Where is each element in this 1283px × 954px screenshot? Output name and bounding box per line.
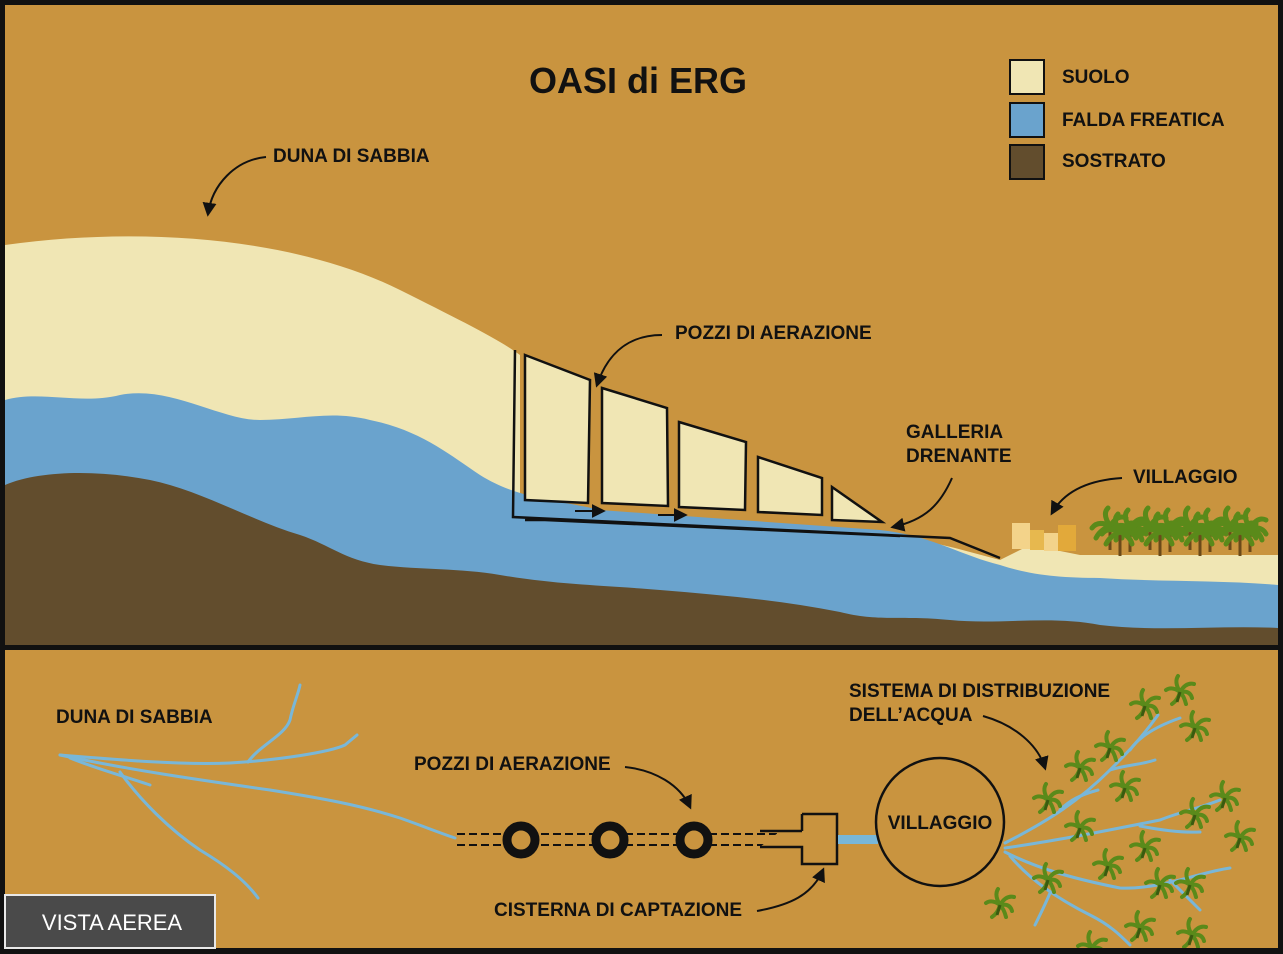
aeration-shaft xyxy=(830,484,887,524)
village-houses xyxy=(1012,523,1076,551)
aerial-arrow-shafts xyxy=(624,766,692,810)
panel-divider xyxy=(5,645,1278,650)
distribution-channels xyxy=(1003,713,1232,947)
drainage-gallery xyxy=(511,349,1001,560)
aerial-gallery xyxy=(457,833,805,846)
label-shafts: POZZI DI AERAZIONE xyxy=(675,323,872,344)
legend-label-water: FALDA FREATICA xyxy=(1062,110,1225,131)
aeration-shafts xyxy=(523,353,887,524)
aerial-arrow-distribution xyxy=(982,715,1049,771)
arrow-shafts xyxy=(593,334,663,388)
aerial-background xyxy=(5,650,1278,948)
aerial-view-badge-label: VISTA AEREA xyxy=(42,910,183,935)
aeration-shaft xyxy=(677,420,748,512)
legend-label-soil: SUOLO xyxy=(1062,67,1130,88)
legend-swatch-bedrock xyxy=(1009,144,1045,180)
village-circle xyxy=(874,756,1006,888)
arrow-village xyxy=(1050,477,1123,516)
cistern xyxy=(760,812,839,866)
aerial-label-village: VILLAGGIO xyxy=(888,813,993,834)
aerial-view-badge: VISTA AEREA xyxy=(4,894,216,949)
aerial-label-distribution-line1: SISTEMA DI DISTRIBUZIONE xyxy=(849,681,1110,702)
arrow-dune xyxy=(202,156,267,217)
legend: SUOLO FALDA FREATICA SOSTRATO xyxy=(1009,59,1225,180)
aeration-shaft xyxy=(600,386,670,508)
legend-swatch-water xyxy=(1009,102,1045,138)
aerial-arrow-cistern xyxy=(756,867,825,912)
aerial-label-dune: DUNA DI SABBIA xyxy=(56,707,213,728)
aeration-shaft xyxy=(523,353,592,505)
legend-label-bedrock: SOSTRATO xyxy=(1062,151,1166,172)
bedrock-layer xyxy=(5,473,1278,645)
diagram-title: OASI di ERG xyxy=(529,60,747,101)
cross-section-panel: OASI di ERG SUOLO FALDA FREATICA SOSTRAT… xyxy=(5,5,1278,645)
aerial-shaft xyxy=(502,821,540,859)
legend-swatch-soil xyxy=(1009,59,1045,95)
aerial-shaft xyxy=(591,821,629,859)
aerial-label-cistern: CISTERNA DI CAPTAZIONE xyxy=(494,900,742,921)
aerial-shafts xyxy=(502,821,713,859)
wadi-branches xyxy=(58,683,457,900)
label-dune: DUNA DI SABBIA xyxy=(273,146,430,167)
label-village: VILLAGGIO xyxy=(1133,467,1238,488)
aerial-label-shafts: POZZI DI AERAZIONE xyxy=(414,754,611,775)
label-gallery-line2: DRENANTE xyxy=(906,446,1012,467)
aerial-view-panel: VILLAGGIO DUNA DI xyxy=(5,650,1278,948)
arrow-gallery xyxy=(890,477,953,532)
aeration-shaft xyxy=(756,455,824,517)
aerial-label-distribution-line2: DELL’ACQUA xyxy=(849,705,973,726)
label-gallery-line1: GALLERIA xyxy=(906,422,1003,443)
aerial-shaft xyxy=(675,821,713,859)
cistern-outflow xyxy=(838,835,878,844)
flow-arrows xyxy=(575,504,688,522)
